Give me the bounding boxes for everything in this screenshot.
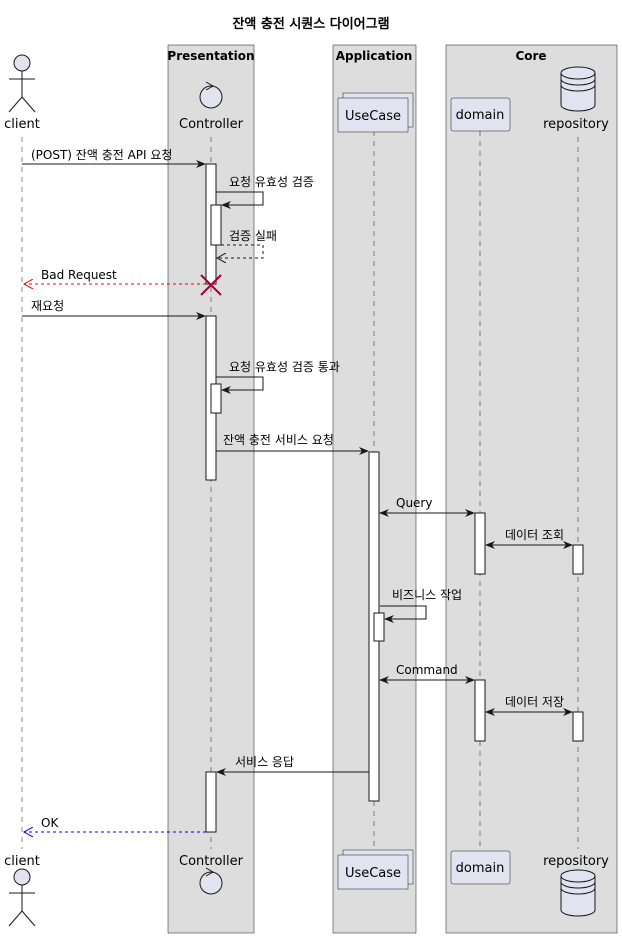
message-data-save-label: 데이터 저장 xyxy=(505,695,564,709)
activation-domain-2 xyxy=(474,679,486,742)
collections-usecase-bottom xyxy=(337,849,414,890)
activation-controller-3 xyxy=(205,771,217,833)
message-data-read: 데이터 조회 xyxy=(485,528,573,549)
message-service-response: 서비스 응답 xyxy=(216,755,369,776)
message-bad-request-label: Bad Request xyxy=(41,268,117,282)
message-service-request: 잔액 충전 서비스 요청 xyxy=(216,433,369,455)
message-service-request-label: 잔액 충전 서비스 요청 xyxy=(223,433,334,447)
participant-client-top-label: client xyxy=(4,117,40,132)
participant-domain-bottom-label: domain xyxy=(456,861,505,876)
participant-domain-bottom xyxy=(450,850,511,885)
message-command: Command xyxy=(379,663,475,684)
participant-usecase-top-label: UseCase xyxy=(345,109,401,124)
message-api-request-label: (POST) 잔액 충전 API 요청 xyxy=(31,148,172,162)
activation-repository-2 xyxy=(572,711,584,742)
message-query-label: Query xyxy=(396,496,432,510)
message-validate-fail-label: 검증 실패 xyxy=(229,229,277,243)
participant-usecase-bottom-label: UseCase xyxy=(345,866,401,881)
message-validate-pass-label: 요청 유효성 검증 통과 xyxy=(229,360,340,374)
message-validate-fail: 검증 실패 xyxy=(217,229,277,258)
activation-controller-1a xyxy=(210,204,222,246)
message-service-response-label: 서비스 응답 xyxy=(235,755,294,769)
activation-domain-1 xyxy=(474,512,486,575)
control-controller-top xyxy=(199,81,223,109)
box-core: Core xyxy=(445,44,618,934)
actor-client-bottom xyxy=(8,868,36,927)
message-validate-pass: 요청 유효성 검증 통과 xyxy=(216,360,340,394)
message-business-work: 비즈니스 작업 xyxy=(380,588,462,623)
participant-client-bottom-label: client xyxy=(4,854,40,869)
message-command-label: Command xyxy=(396,663,458,677)
actor-client-top xyxy=(8,54,36,113)
message-data-read-label: 데이터 조회 xyxy=(505,528,564,542)
message-api-request: (POST) 잔액 충전 API 요청 xyxy=(22,148,206,168)
message-query: Query xyxy=(379,496,475,517)
message-validate-label: 요청 유효성 검증 xyxy=(229,175,314,189)
message-validate: 요청 유효성 검증 xyxy=(216,175,314,209)
message-ok: OK xyxy=(24,816,206,832)
box-presentation-label: Presentation xyxy=(167,49,254,63)
message-data-save: 데이터 저장 xyxy=(485,695,573,716)
participant-controller-bottom-label: Controller xyxy=(179,854,244,869)
database-repository-top xyxy=(560,66,596,112)
destroy-x-icon xyxy=(200,274,222,296)
activation-repository-1 xyxy=(572,544,584,575)
participant-controller-top-label: Controller xyxy=(179,117,244,132)
message-retry-label: 재요청 xyxy=(31,299,64,313)
message-bad-request: Bad Request xyxy=(24,268,206,284)
participant-repository-top-label: repository xyxy=(543,117,609,132)
activation-usecase-1a xyxy=(373,612,385,642)
collections-usecase-top xyxy=(337,92,414,133)
activation-controller-2a xyxy=(210,383,222,414)
control-controller-bottom xyxy=(199,867,223,895)
database-repository-bottom xyxy=(560,869,596,917)
box-core-label: Core xyxy=(515,49,546,63)
box-application-label: Application xyxy=(336,49,413,63)
message-ok-label: OK xyxy=(41,816,59,830)
diagram-title: 잔액 충전 시퀀스 다이어그램 xyxy=(232,16,389,32)
participant-domain-top xyxy=(450,97,511,132)
participant-repository-bottom-label: repository xyxy=(543,854,609,869)
message-business-work-label: 비즈니스 작업 xyxy=(392,588,462,602)
participant-domain-top-label: domain xyxy=(456,108,505,123)
message-retry: 재요청 xyxy=(22,299,206,320)
